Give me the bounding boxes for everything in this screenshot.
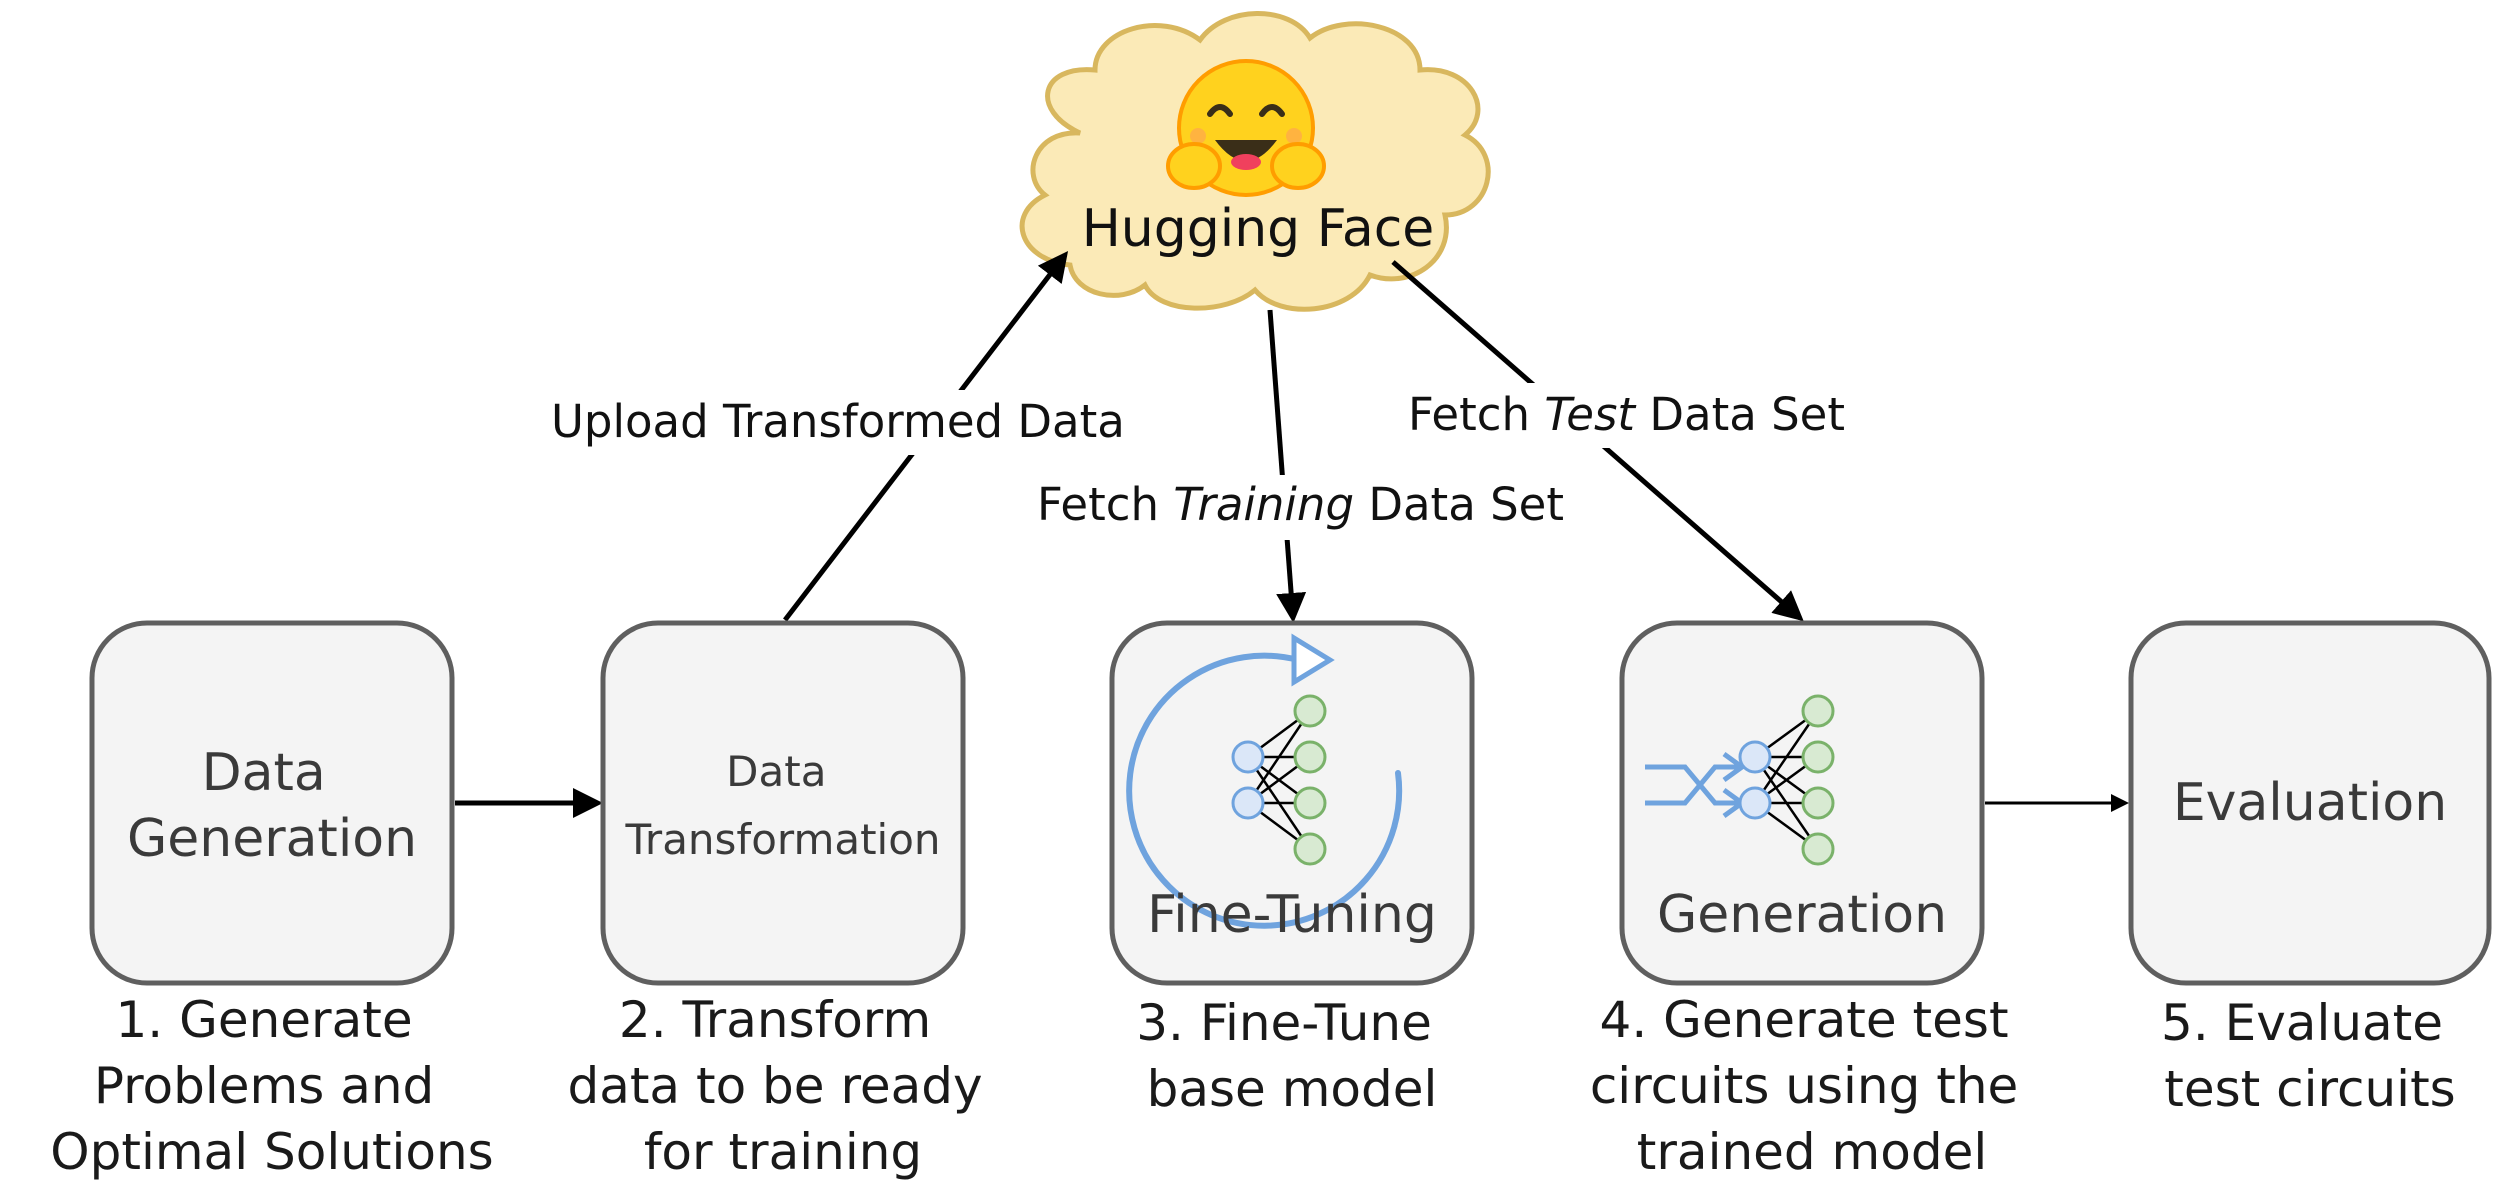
fetch-training-emphasis: Training bbox=[1173, 478, 1354, 531]
stage-3-box-text: Fine-Tuning bbox=[1147, 885, 1437, 945]
stage-1-box-line-2: Generation bbox=[127, 809, 417, 869]
generation-icon bbox=[1645, 694, 1835, 866]
svg-text:Evaluation: Evaluation bbox=[2173, 773, 2447, 833]
fetch-test-label-bg bbox=[1405, 383, 1835, 448]
stage-3-caption-line-2: base model bbox=[1147, 1060, 1438, 1118]
stage-4-caption-line-1: 4. Generate test bbox=[1600, 991, 2009, 1049]
stage-2-caption: 2. Transform data to be ready for traini… bbox=[567, 991, 998, 1181]
fetch-training-prefix: Fetch bbox=[1037, 478, 1173, 531]
fetch-test-label: Fetch Test Data Set bbox=[1408, 388, 1845, 441]
stage-4-box-line-1: Generation bbox=[1657, 885, 1947, 945]
stage-4-box-text: Generation bbox=[1657, 885, 1947, 945]
stage-5-box-line-1: Evaluation bbox=[2173, 773, 2447, 833]
upload-label: Upload Transformed Data bbox=[551, 395, 1125, 448]
stage-3-caption-line-1: 3. Fine-Tune bbox=[1136, 994, 1432, 1052]
fetch-test-prefix: Fetch bbox=[1408, 388, 1544, 441]
svg-text:Data Transformation: Data Transformation bbox=[624, 747, 940, 864]
fetch-training-label-bg bbox=[1030, 475, 1585, 540]
stage-4-caption: 4. Generate test circuits using the trai… bbox=[1590, 991, 2034, 1181]
hugging-face-emoji-icon bbox=[1166, 59, 1326, 197]
fetch-training-arrow bbox=[1267, 309, 1307, 623]
fetch-test-emphasis: Test bbox=[1544, 388, 1637, 441]
cloud-label: Hugging Face bbox=[1082, 199, 1435, 259]
stage-4-caption-line-3: trained model bbox=[1637, 1123, 1987, 1181]
fetch-training-label: Fetch Training Data Set bbox=[1037, 478, 1564, 531]
stage-1-box: Data Generation bbox=[89, 620, 455, 986]
hugging-face-cloud: Hugging Face bbox=[1019, 11, 1491, 312]
stage-5-caption: 5. Evaluate test circuits bbox=[2161, 994, 2459, 1118]
stage-5-caption-line-1: 5. Evaluate bbox=[2161, 994, 2443, 1052]
stage-5-box: Evaluation bbox=[2128, 620, 2492, 986]
fine-tuning-icon bbox=[1126, 633, 1403, 929]
stage-2-box: Data Transformation bbox=[600, 620, 966, 986]
stage-3-box-line-1: Fine-Tuning bbox=[1147, 885, 1437, 945]
stage-3-caption: 3. Fine-Tune base model bbox=[1136, 994, 1448, 1118]
stage-1-box-line-1: Data bbox=[202, 743, 326, 803]
stage-5-caption-line-2: test circuits bbox=[2164, 1060, 2455, 1118]
stage-1-caption: 1. Generate Problems and Optimal Solutio… bbox=[50, 991, 493, 1181]
stage-1-caption-line-3: Optimal Solutions bbox=[50, 1123, 493, 1181]
stage-2-box-line-2: Transformation bbox=[624, 815, 940, 864]
stage-2-caption-line-1: 2. Transform bbox=[619, 991, 931, 1049]
stage-2-box-line-1: Data bbox=[726, 747, 826, 796]
svg-text:Data Generation: Data Generation bbox=[127, 743, 417, 869]
upload-label-bg bbox=[550, 390, 1135, 455]
stage-1-caption-line-2: Problems and bbox=[94, 1057, 434, 1115]
stage-2-caption-line-3: for training bbox=[644, 1123, 922, 1181]
stage-1-caption-line-1: 1. Generate bbox=[115, 991, 412, 1049]
stage-2-caption-line-2: data to be ready bbox=[567, 1057, 982, 1115]
fetch-training-suffix: Data Set bbox=[1368, 478, 1564, 531]
fetch-test-suffix: Data Set bbox=[1649, 388, 1845, 441]
stage-4-caption-line-2: circuits using the bbox=[1590, 1057, 2018, 1115]
